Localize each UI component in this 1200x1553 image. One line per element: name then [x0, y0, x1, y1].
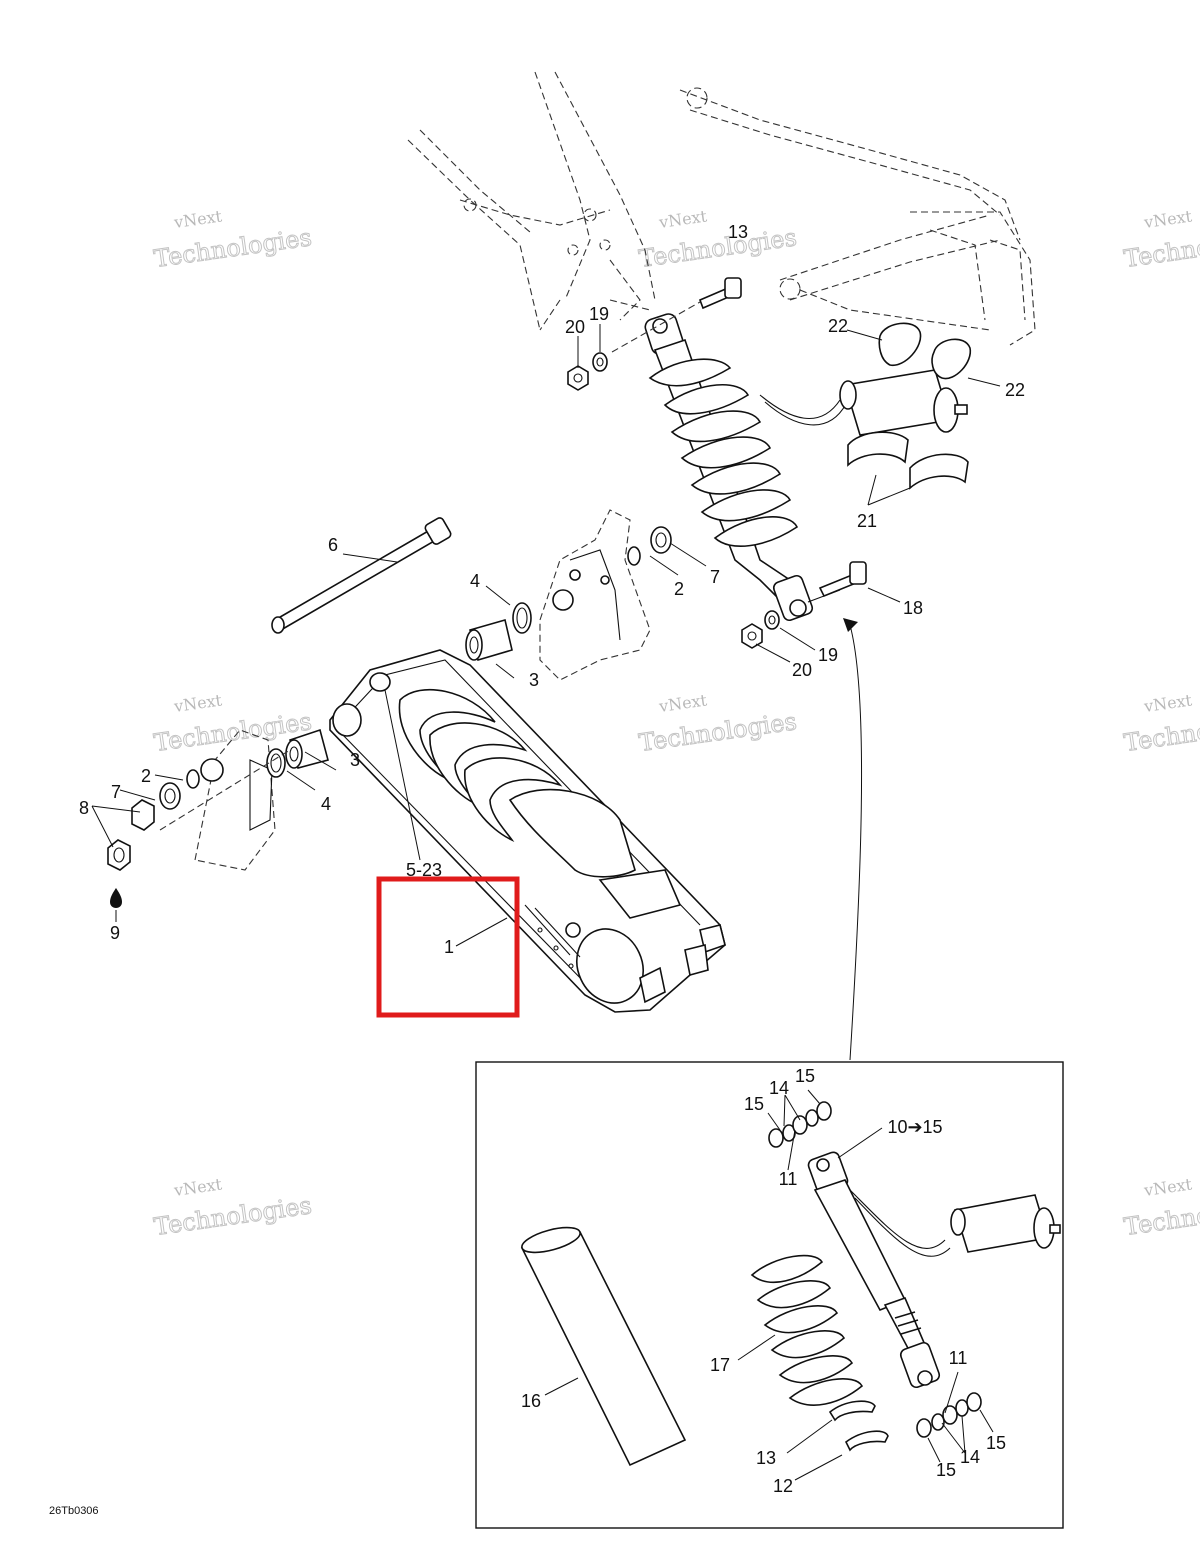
svg-text:Technologies: Technologies [1122, 223, 1200, 273]
svg-text:vNext: vNext [1142, 1174, 1194, 1200]
watermark: vNext Technologies [152, 206, 314, 273]
callout-2: 2 [674, 579, 684, 599]
drawing-code: 26Tb0306 [49, 1505, 99, 1517]
callout-10-15: 10➔15 [887, 1117, 942, 1137]
callout-7: 7 [710, 567, 720, 587]
svg-text:vNext: vNext [172, 206, 224, 232]
callout-13: 13 [728, 222, 748, 242]
callout-14: 14 [769, 1078, 789, 1098]
callout-4: 4 [470, 571, 480, 591]
nut-20-upper [567, 365, 589, 391]
svg-text:Technologies: Technologies [1122, 707, 1200, 757]
oring-4-right [512, 602, 532, 634]
callout-18: 18 [903, 598, 923, 618]
pivot-shaft-6 [271, 517, 452, 634]
callout-15: 15 [936, 1460, 956, 1480]
callout-15: 15 [795, 1066, 815, 1086]
callout-4: 4 [321, 794, 331, 814]
callout-20: 20 [792, 660, 812, 680]
svg-text:vNext: vNext [657, 690, 709, 716]
svg-text:Technologies: Technologies [1122, 1191, 1200, 1241]
bushing-3-left [285, 728, 329, 769]
lower-bolt-18 [818, 561, 867, 598]
protector-tube-16 [520, 1226, 687, 1467]
left-bracket [194, 729, 276, 871]
callout-21: 21 [857, 511, 877, 531]
callout-14: 14 [960, 1447, 980, 1467]
callout-12: 12 [773, 1476, 793, 1496]
svg-text:vNext: vNext [172, 690, 224, 716]
callout-15: 15 [744, 1094, 764, 1114]
callout-3: 3 [350, 750, 360, 770]
callout-15: 15 [986, 1433, 1006, 1453]
oring-4-left [266, 748, 286, 778]
bushing-3-right [465, 618, 513, 661]
nut-8-left [107, 799, 155, 871]
callout-9: 9 [110, 923, 120, 943]
callout-22: 22 [828, 316, 848, 336]
svg-text:vNext: vNext [1142, 690, 1194, 716]
watermark: vNext Technologies [1122, 206, 1200, 273]
shock-reservoir [839, 369, 968, 436]
callout-19: 19 [818, 645, 838, 665]
right-bracket [539, 509, 651, 681]
callout-19: 19 [589, 304, 609, 324]
callout-11: 11 [779, 1169, 798, 1189]
callout-20: 20 [565, 317, 585, 337]
inset-shock-detail [475, 618, 1064, 1529]
callout-17: 17 [710, 1355, 730, 1375]
svg-text:vNext: vNext [657, 206, 709, 232]
leader-lines [91, 324, 1001, 1481]
callout-1: 1 [444, 937, 454, 957]
swing-arm [329, 649, 726, 1013]
callout-8: 8 [79, 798, 89, 818]
washer-19-lower [764, 610, 780, 630]
shock-spring [648, 358, 799, 548]
highlight-box [376, 876, 520, 1018]
frame-phantom [407, 71, 1036, 346]
watermark: vNext Technologies [1122, 690, 1200, 757]
watermark: vNext Technologies [637, 690, 799, 757]
watermark: vNext Technologies [152, 1174, 314, 1241]
callout-3: 3 [529, 670, 539, 690]
callout-7: 7 [111, 782, 121, 802]
spring-17 [750, 1254, 864, 1406]
callout-5-23: 5-23 [406, 860, 442, 880]
callout-6: 6 [328, 535, 338, 555]
grease-drop-9 [110, 888, 122, 908]
callout-22: 22 [1005, 380, 1025, 400]
svg-text:vNext: vNext [1142, 206, 1194, 232]
callout-2: 2 [141, 766, 151, 786]
shock-absorber-10 [807, 1151, 1061, 1389]
upper-bolt-13 [611, 277, 742, 353]
watermark: vNext Technologies [1122, 1174, 1200, 1241]
svg-text:vNext: vNext [172, 1174, 224, 1200]
oring-2-left [186, 769, 200, 789]
watermark: vNext Technologies [637, 206, 799, 273]
callout-11: 11 [949, 1348, 968, 1368]
callout-16: 16 [521, 1391, 541, 1411]
callout-labels: 1 2 2 3 3 4 4 5-23 6 7 7 8 9 10➔15 11 11… [79, 222, 1025, 1496]
oring-2-right [627, 546, 641, 566]
rear-shock-upper [644, 313, 971, 622]
washer-7-left [159, 782, 181, 810]
nut-20-lower [741, 623, 763, 649]
washer-19-upper [592, 352, 608, 372]
callout-13: 13 [756, 1448, 776, 1468]
washer-7-right [650, 526, 672, 554]
